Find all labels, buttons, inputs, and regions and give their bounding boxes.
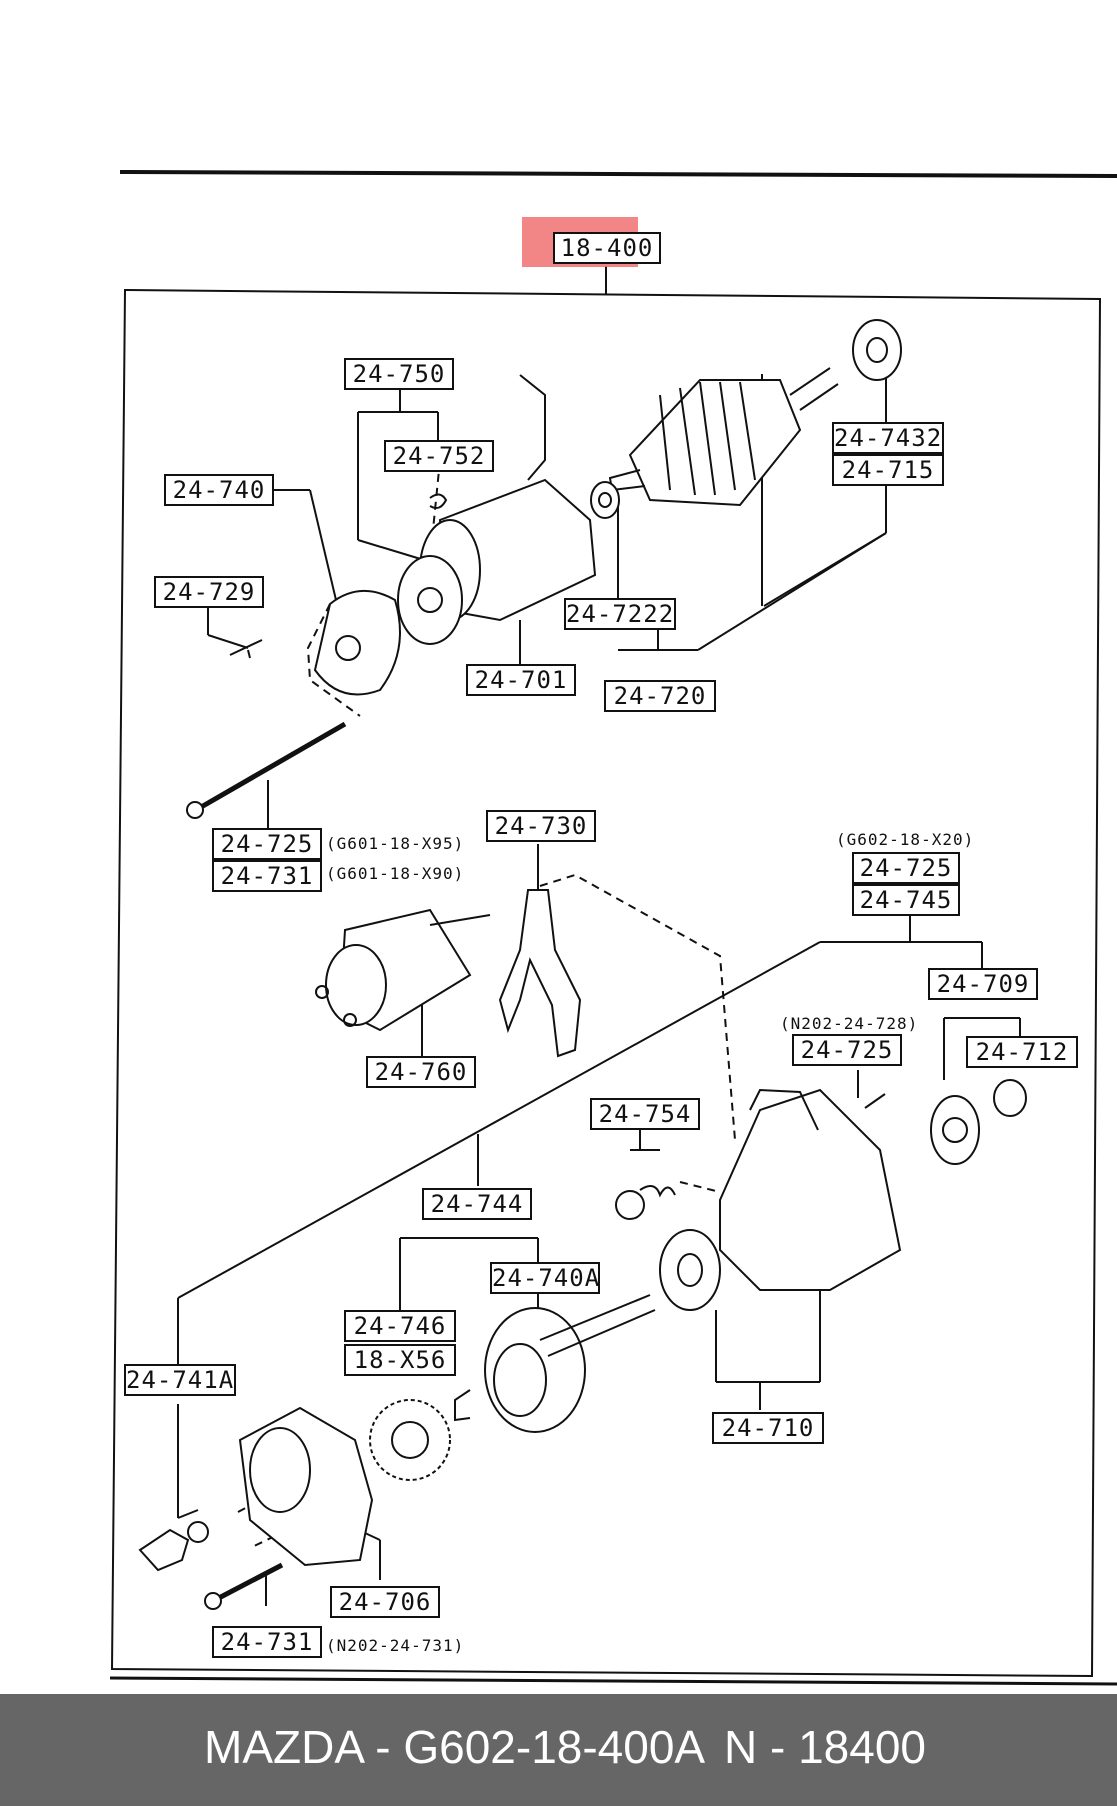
footer-part-number: MAZDA - G602-18-400A [204,1721,706,1773]
part-label-24-750[interactable]: 24-750 [344,358,454,390]
part-label-18-X56[interactable]: 18-X56 [344,1344,456,1376]
note-g602-18-x20: (G602-18-X20) [836,830,975,849]
part-label-24-725-a[interactable]: 24-725 [212,828,322,860]
part-label-24-725-b[interactable]: 24-725 [852,852,960,884]
part-label-24-701[interactable]: 24-701 [466,664,576,696]
part-label-24-730[interactable]: 24-730 [486,810,596,842]
part-label-24-731-a[interactable]: 24-731 [212,860,322,892]
part-label-24-731-b[interactable]: 24-731 [212,1626,322,1658]
part-label-24-709[interactable]: 24-709 [928,968,1038,1000]
part-label-24-725-c[interactable]: 24-725 [792,1034,902,1066]
part-label-24-712[interactable]: 24-712 [966,1036,1078,1068]
note-g601-18-x90: (G601-18-X90) [326,864,465,883]
part-label-main-group[interactable]: 18-400 [553,232,661,264]
note-n202-24-728: (N202-24-728) [780,1014,919,1033]
note-n202-24-731: (N202-24-731) [326,1636,465,1655]
part-label-24-752[interactable]: 24-752 [384,440,494,472]
part-label-24-720[interactable]: 24-720 [604,680,716,712]
footer-bar [0,1694,1117,1806]
part-label-24-746[interactable]: 24-746 [344,1310,456,1342]
part-label-24-740[interactable]: 24-740 [164,474,274,506]
part-label-24-710[interactable]: 24-710 [712,1412,824,1444]
part-label-24-7432[interactable]: 24-7432 [832,422,944,454]
part-label-24-740A[interactable]: 24-740A [490,1262,601,1294]
part-label-24-706[interactable]: 24-706 [330,1586,440,1618]
part-label-24-760[interactable]: 24-760 [366,1056,476,1088]
part-label-24-715[interactable]: 24-715 [832,454,944,486]
part-label-24-754[interactable]: 24-754 [590,1098,700,1130]
part-label-24-729[interactable]: 24-729 [154,576,264,608]
part-label-24-745[interactable]: 24-745 [852,884,960,916]
part-label-24-7222[interactable]: 24-7222 [564,598,676,630]
note-g601-18-x95: (G601-18-X95) [326,834,465,853]
part-label-24-741A[interactable]: 24-741A [124,1364,236,1396]
footer-code: N - 18400 [724,1721,927,1773]
part-label-24-744[interactable]: 24-744 [422,1188,532,1220]
